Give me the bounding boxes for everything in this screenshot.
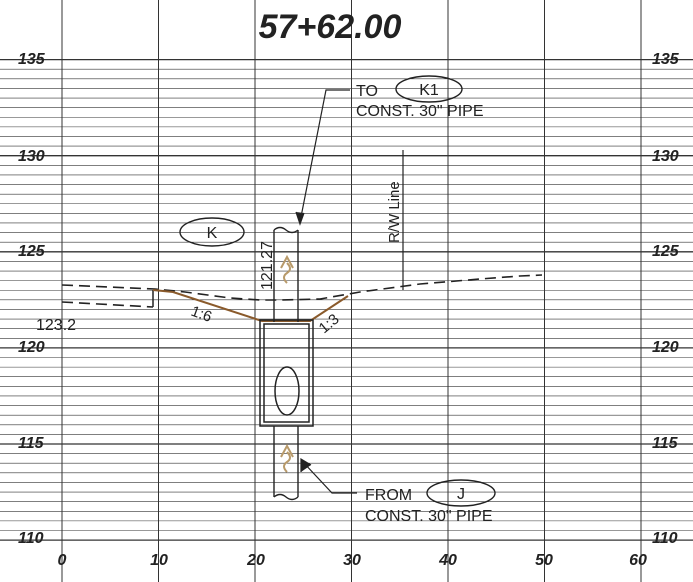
- offset-label: 0: [58, 552, 67, 569]
- structure-top-label: K: [207, 225, 218, 242]
- flow-arrow-icon: [280, 443, 294, 473]
- elev-label: 110: [652, 530, 678, 547]
- proposed-grading-line: [152, 289, 349, 322]
- elev-label: 115: [652, 435, 679, 452]
- existing-ground-line: [61, 274, 543, 308]
- flow-arrow-icon: [280, 254, 294, 284]
- row-label: R/W Line: [386, 181, 403, 243]
- elev-label: 130: [652, 148, 679, 165]
- elevation-labels-left: 135 130 125 120 115 110: [18, 51, 46, 547]
- from-structure-label: J: [457, 486, 465, 503]
- from-prefix: FROM: [365, 487, 412, 504]
- to-prefix: TO: [356, 83, 378, 100]
- elev-label: 130: [18, 148, 45, 165]
- from-leader: [300, 457, 357, 494]
- elev-label: 120: [18, 339, 45, 356]
- pipe-invert-label: 121.27: [259, 241, 276, 290]
- ground-elevation-label: 123.2: [36, 317, 76, 334]
- station-title: 57+62.00: [259, 8, 402, 46]
- elev-label: 115: [18, 435, 45, 452]
- structure-k-bubble: [179, 217, 245, 247]
- elev-label: 120: [652, 339, 679, 356]
- to-leader: [295, 89, 350, 226]
- offset-label: 10: [150, 552, 168, 569]
- offset-label: 50: [535, 552, 553, 569]
- offset-labels: 0 10 20 30 40 50 60: [58, 552, 647, 569]
- from-pipe-desc: CONST. 30" PIPE: [365, 508, 493, 525]
- drainage-structure: [259, 319, 314, 427]
- pipe-30in: [273, 226, 299, 501]
- slope-left-label: 1:6: [189, 303, 214, 326]
- elev-label: 125: [652, 243, 680, 260]
- to-structure-label: K1: [419, 82, 439, 99]
- structure-j-bubble: [426, 479, 496, 507]
- elev-label: 125: [18, 243, 46, 260]
- elev-label: 135: [652, 51, 680, 68]
- offset-label: 30: [343, 552, 361, 569]
- elev-label: 110: [18, 530, 44, 547]
- offset-label: 40: [438, 552, 457, 569]
- offset-label: 20: [246, 552, 265, 569]
- elevation-labels-right: 135 130 125 120 115 110: [652, 51, 680, 547]
- structure-k1-bubble: [395, 75, 463, 103]
- elev-label: 135: [18, 51, 46, 68]
- to-pipe-desc: CONST. 30" PIPE: [356, 103, 484, 120]
- offset-label: 60: [629, 552, 647, 569]
